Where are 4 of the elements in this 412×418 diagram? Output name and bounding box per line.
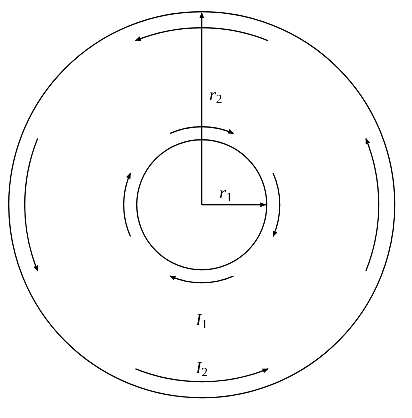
math-label: I$_{2}$ [196, 360, 208, 376]
math-label: r$_{1}$ [220, 184, 232, 202]
math-label: I$_{1}$ [196, 312, 208, 328]
math-label: r$_{2}$ [210, 86, 222, 104]
